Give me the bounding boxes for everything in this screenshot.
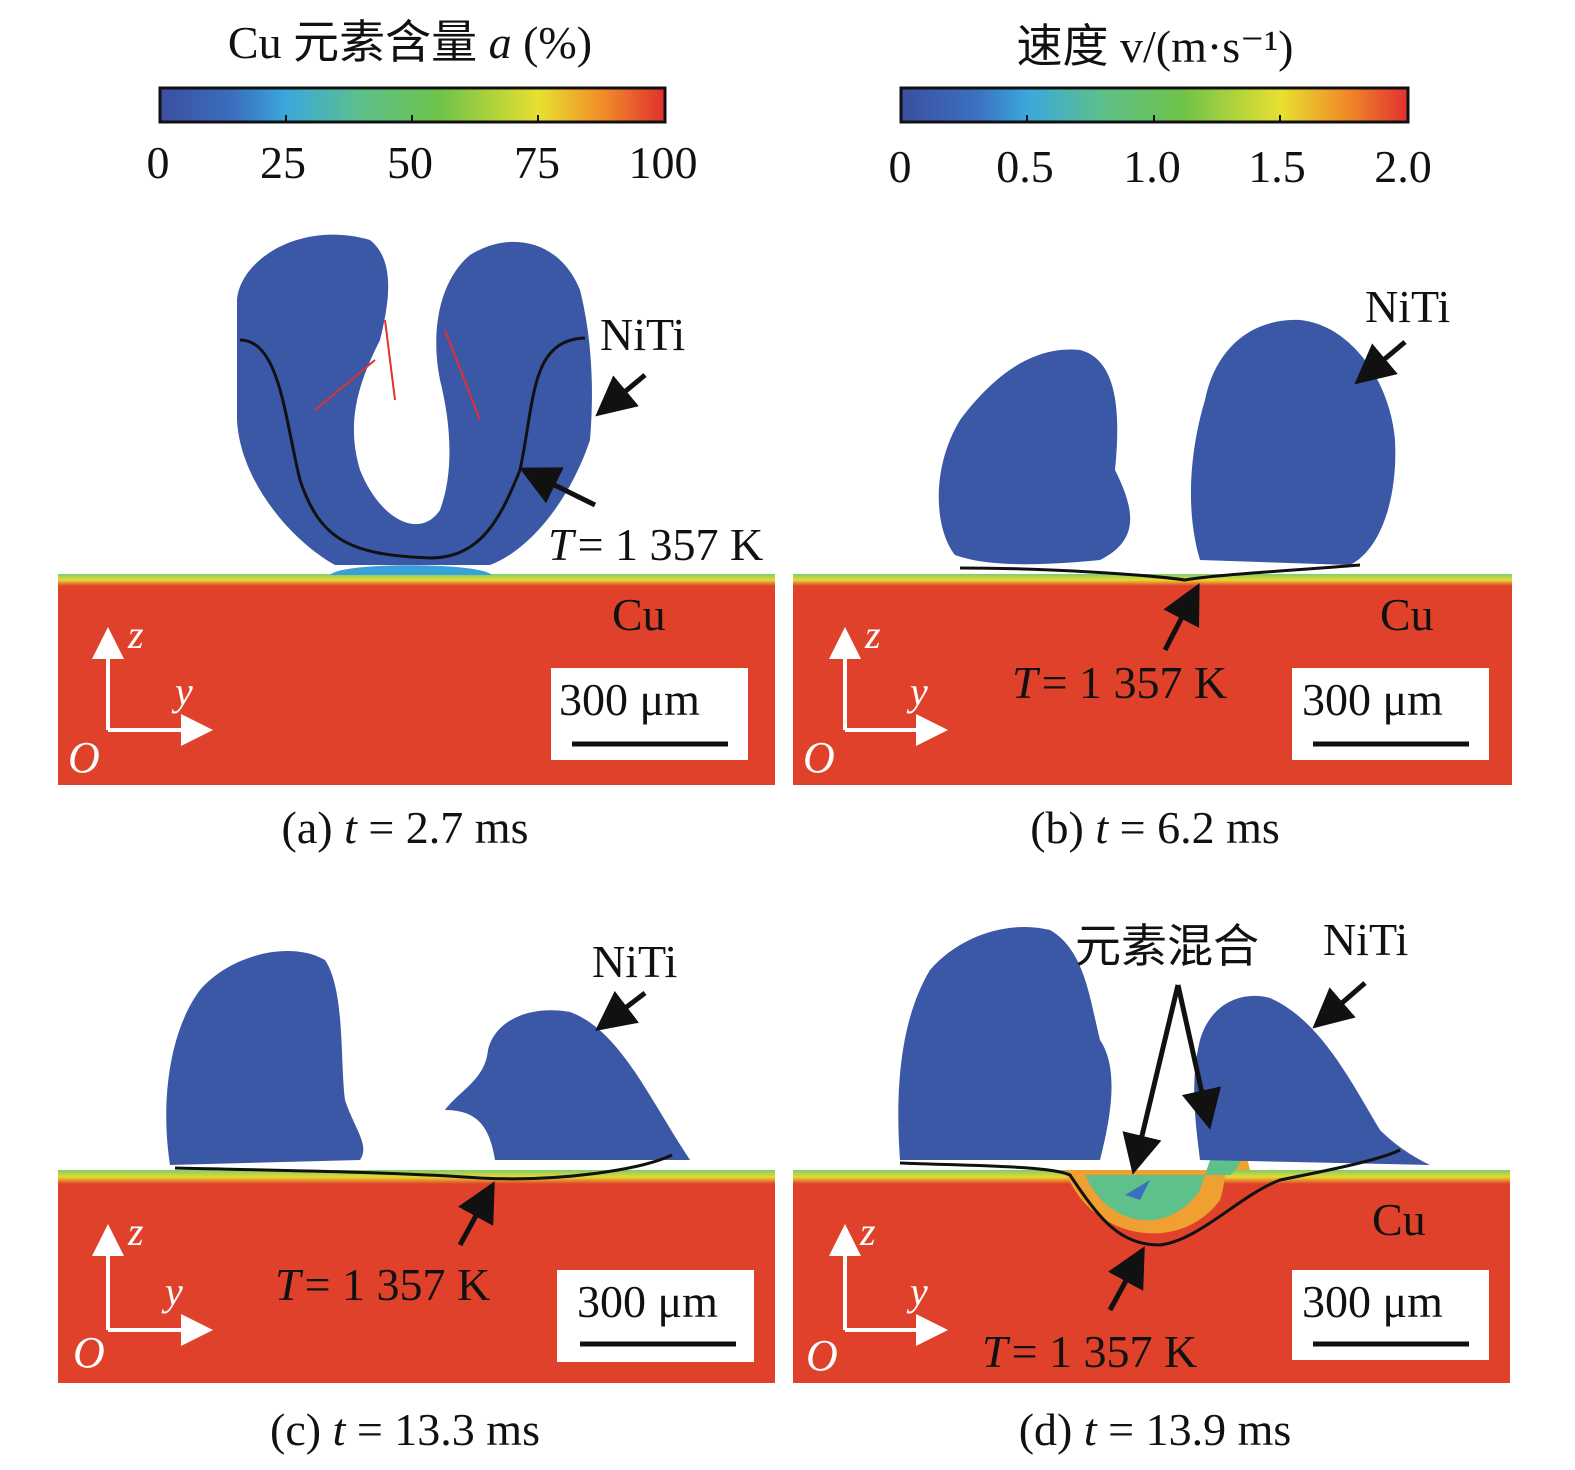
scale-bar-label: 300 μm [559, 674, 700, 725]
scale-bar-label: 300 μm [1302, 674, 1443, 725]
cu-label: Cu [612, 589, 666, 640]
temperature-label: T= 1 357 K [982, 1326, 1197, 1377]
panel-c: NiTi T= 1 357 K 300 μm z y O (c) t = 13.… [58, 936, 775, 1455]
panel-b: NiTi T= 1 357 K Cu 300 μm z y O (b) t = … [793, 281, 1512, 853]
scale-bar [557, 1270, 754, 1362]
axes-icon [92, 1224, 213, 1346]
tick-label: 75 [514, 137, 560, 188]
axis-origin-label: O [806, 1331, 838, 1380]
axis-z-label: z [127, 1209, 144, 1254]
isotherm-contour [174, 1153, 673, 1181]
niti-label: NiTi [1365, 281, 1450, 332]
axis-origin-label: O [73, 1328, 105, 1377]
panel-d: 元素混合 NiTi T= 1 357 K Cu 300 μm z y O (d)… [793, 914, 1510, 1455]
tick-label: 1.5 [1248, 141, 1306, 192]
niti-melt-pool [898, 926, 1112, 1160]
panel-caption: (c) t = 13.3 ms [270, 1404, 540, 1455]
panel-caption: (a) t = 2.7 ms [282, 802, 529, 853]
panel-a: NiTi T= 1 357 K Cu 300 μm z y O (a) t = … [58, 234, 775, 853]
isotherm-contour [239, 336, 586, 560]
scale-bar-label: 300 μm [1302, 1276, 1443, 1327]
cu-label: Cu [1372, 1194, 1426, 1245]
tick-label: 1.0 [1123, 141, 1181, 192]
tick-label: 0.5 [996, 141, 1054, 192]
axis-y-label: y [171, 669, 193, 714]
temperature-label: T= 1 357 K [275, 1259, 490, 1310]
axis-y-label: y [161, 1269, 183, 1314]
panel-caption: (b) t = 6.2 ms [1030, 802, 1280, 853]
axis-origin-label: O [803, 733, 835, 782]
tick-label: 25 [260, 137, 306, 188]
axis-z-label: z [859, 1209, 876, 1254]
niti-melt-pool [938, 349, 1131, 565]
mixing-label: 元素混合 [1075, 921, 1259, 972]
axis-y-label: y [906, 669, 928, 714]
colorbar-velocity: 速度 v/(m·s⁻¹) 0 0.5 1.0 1.5 2.0 [889, 21, 1432, 192]
tick-label: 0 [147, 137, 170, 188]
isotherm-contour [899, 1148, 1401, 1247]
temperature-label: T= 1 357 K [1012, 657, 1227, 708]
niti-label: NiTi [1323, 914, 1408, 965]
axis-z-label: z [127, 612, 144, 657]
panel-caption: (d) t = 13.9 ms [1019, 1404, 1292, 1455]
tick-label: 100 [629, 137, 698, 188]
axes-icon [829, 1224, 948, 1346]
axis-z-label: z [864, 612, 881, 657]
niti-melt-pool [166, 951, 364, 1165]
axis-origin-label: O [68, 733, 100, 782]
niti-melt-pool [1190, 319, 1396, 565]
scale-bar-label: 300 μm [577, 1276, 718, 1327]
niti-melt-pool [237, 234, 592, 565]
tick-label: 50 [387, 137, 433, 188]
tick-label: 2.0 [1374, 141, 1432, 192]
colorbar-title: Cu 元素含量 a (%) [228, 17, 592, 68]
colorbar-title: 速度 v/(m·s⁻¹) [1017, 21, 1294, 72]
colorbar-cu-content: Cu 元素含量 a (%) 0 25 50 75 100 [147, 17, 698, 188]
niti-melt-pool [445, 1010, 690, 1160]
tick-label: 0 [889, 141, 912, 192]
cu-label: Cu [1380, 589, 1434, 640]
niti-label: NiTi [592, 936, 677, 987]
niti-label: NiTi [600, 309, 685, 360]
niti-melt-pool [1194, 995, 1430, 1165]
isotherm-contour [959, 563, 1361, 582]
temperature-label: T= 1 357 K [548, 519, 763, 570]
axis-y-label: y [906, 1269, 928, 1314]
axes-icon [92, 627, 213, 746]
axes-icon [829, 627, 948, 746]
